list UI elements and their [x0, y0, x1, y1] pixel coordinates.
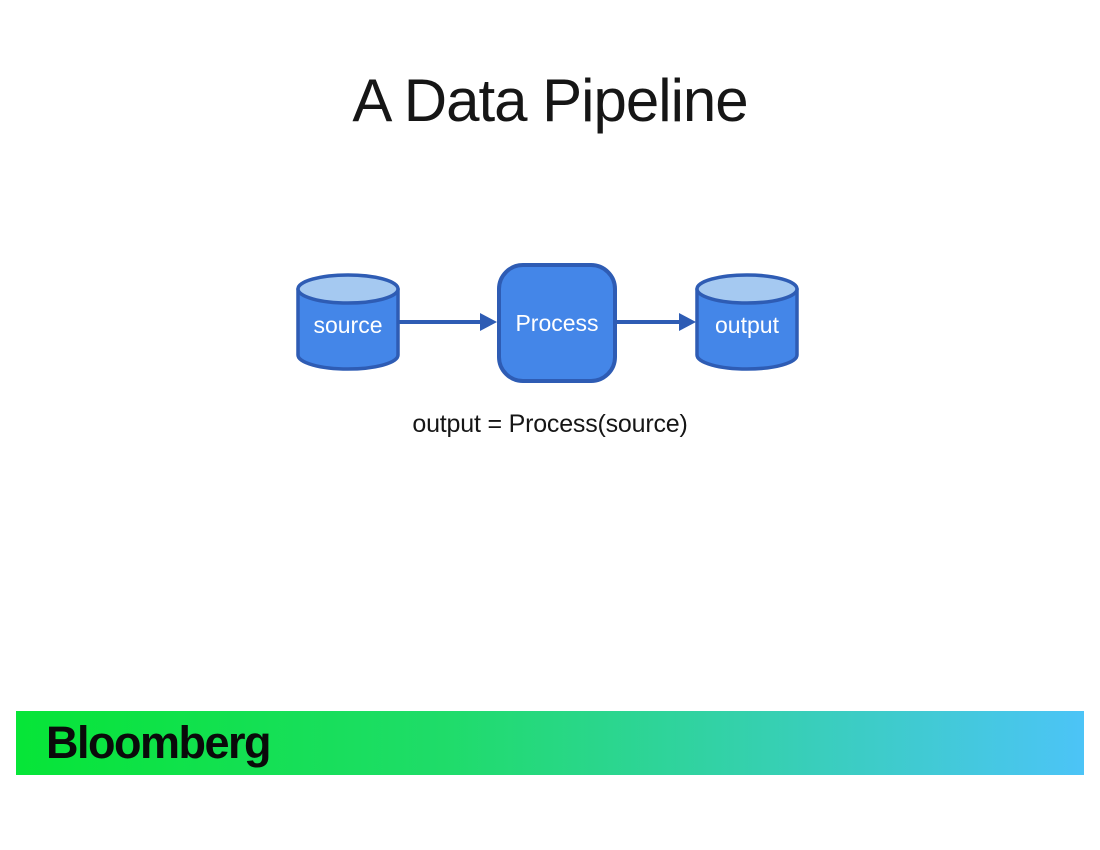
- process-node-label: Process: [515, 309, 599, 336]
- formula-text: output = Process(source): [412, 410, 688, 438]
- bloomberg-logo: Bloomberg: [46, 717, 272, 768]
- arrow-right-icon: [397, 313, 497, 331]
- footer-banner: Bloomberg: [16, 711, 1084, 775]
- database-cylinder-icon: [695, 273, 799, 371]
- output-node: output: [695, 272, 799, 372]
- source-node: source: [296, 272, 400, 372]
- process-node: Process: [497, 263, 617, 383]
- database-cylinder-icon: [296, 273, 400, 371]
- slide-title: A Data Pipeline: [352, 67, 748, 134]
- arrow-right-icon: [616, 313, 696, 331]
